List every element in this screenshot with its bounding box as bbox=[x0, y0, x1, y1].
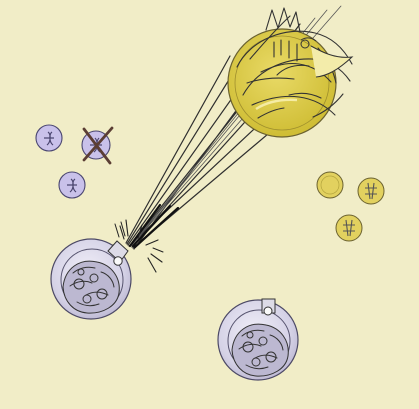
rune-token-icon[interactable] bbox=[59, 172, 85, 198]
dragon-coin-icon[interactable] bbox=[228, 8, 352, 137]
cannon-pot-icon[interactable] bbox=[51, 239, 131, 319]
rune-gold-token-icon[interactable] bbox=[358, 178, 384, 204]
crossed-rune-token-icon[interactable] bbox=[82, 128, 112, 163]
cannon-pot-icon[interactable] bbox=[218, 299, 298, 380]
gold-token-icon[interactable] bbox=[317, 172, 343, 198]
rune-gold-token-icon[interactable] bbox=[336, 215, 362, 241]
rune-token-icon[interactable] bbox=[36, 125, 62, 151]
